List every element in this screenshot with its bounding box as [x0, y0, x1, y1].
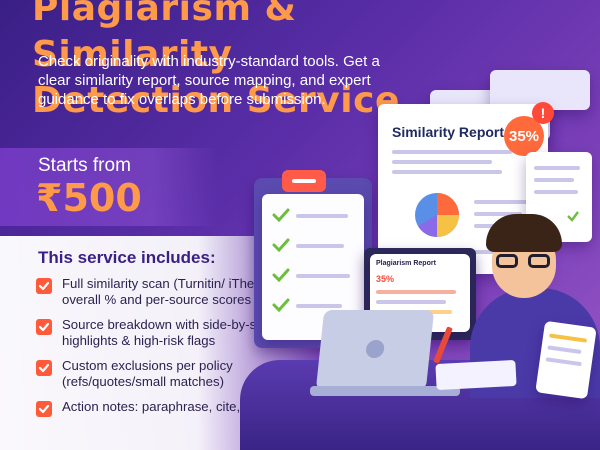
service-item-text: Source breakdown with side-by-side highl…	[62, 317, 274, 348]
hero-illustration: Similarity Report 35% !	[240, 60, 600, 450]
checkbox-checked-icon	[36, 360, 52, 376]
document-illustration	[526, 152, 592, 242]
alert-icon: !	[532, 102, 554, 124]
monitor-report-title: Plagiarism Report	[376, 260, 436, 267]
checkbox-checked-icon	[36, 401, 52, 417]
report-title: Similarity Report	[392, 124, 505, 140]
service-description: Check originality with industry-standard…	[38, 53, 380, 108]
services-list: Full similarity scan (Turnitin/ iThentic…	[36, 276, 401, 426]
title-line-2: Detection Service	[32, 80, 400, 121]
glasses-icon	[496, 254, 552, 268]
services-heading: This service includes:	[38, 248, 216, 267]
checkbox-checked-icon	[36, 319, 52, 335]
paper-illustration	[535, 320, 597, 400]
list-item: Custom exclusions per policy (refs/quote…	[36, 358, 326, 390]
laptop-illustration	[315, 310, 435, 390]
list-item: Source breakdown with side-by-side highl…	[36, 317, 326, 349]
chat-bubble-icon	[282, 170, 326, 192]
checkmark-icon	[272, 208, 290, 222]
price-panel	[0, 148, 218, 226]
service-item-text: Custom exclusions per policy (refs/quote…	[62, 358, 233, 389]
checkmark-icon	[272, 268, 290, 282]
checkmark-icon	[272, 238, 290, 252]
notebook-illustration	[435, 359, 517, 391]
pie-chart-icon	[415, 193, 459, 237]
checkbox-checked-icon	[36, 278, 52, 294]
checkmark-icon	[567, 211, 579, 222]
monitor-report-percent: 35%	[376, 274, 395, 284]
page-title: Plagiarism & Similarity Detection Servic…	[32, 0, 452, 124]
checkmark-icon	[272, 298, 290, 312]
price-amount: ₹500	[36, 176, 142, 220]
title-line-1: Plagiarism & Similarity	[32, 0, 297, 75]
price-label: Starts from	[38, 155, 131, 176]
